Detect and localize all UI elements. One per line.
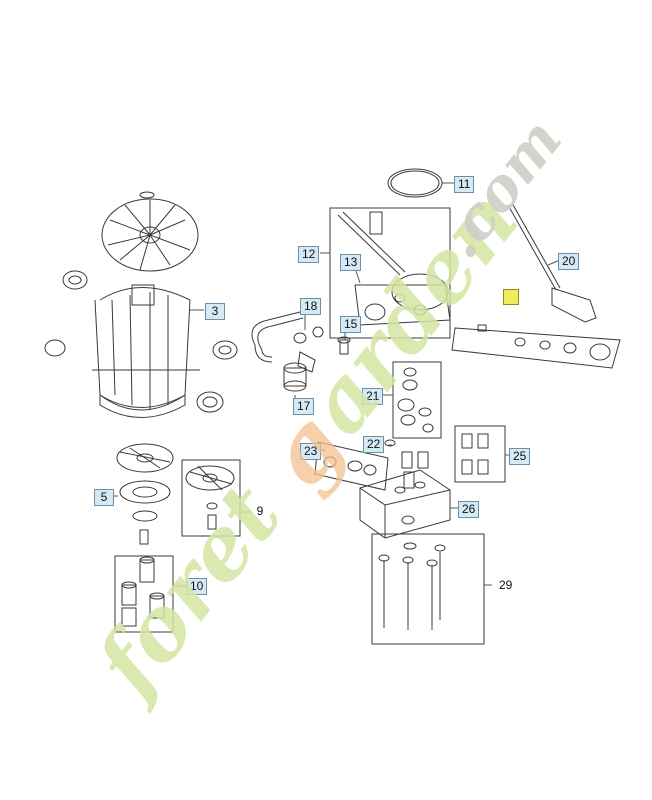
- callout-20: 20: [558, 253, 580, 270]
- callout-26: 26: [458, 501, 480, 518]
- callout-17: 17: [293, 398, 315, 415]
- part-10-box: [114, 555, 174, 633]
- part-18: [293, 326, 324, 344]
- o-ring-part: [387, 168, 443, 198]
- part-21-box: [392, 361, 442, 439]
- leader-lines: [112, 182, 561, 587]
- callout-18: 18: [300, 298, 322, 315]
- pipe-part: [251, 311, 304, 363]
- callout-15: 15: [340, 316, 362, 333]
- part-20-lance: [507, 202, 597, 323]
- callout-12: 12: [298, 246, 320, 263]
- brush-right: [196, 340, 238, 413]
- part-5-assembly: [116, 443, 174, 545]
- callout-23: 23: [300, 443, 322, 460]
- part-22-ring: [384, 439, 396, 447]
- callout-13: 13: [340, 254, 362, 271]
- part-25-box: [454, 425, 506, 483]
- part-29-box: [371, 533, 485, 645]
- valve-kit-strip: [451, 324, 621, 369]
- callout-21: 21: [362, 388, 384, 405]
- highlight-marker: [503, 289, 519, 305]
- fan-part: [101, 191, 199, 272]
- part-15-screw: [337, 336, 351, 355]
- part-17-inlet: [283, 351, 316, 392]
- callout-11: 11: [454, 176, 475, 193]
- part-9-box: [181, 459, 241, 537]
- callout-10: 10: [186, 578, 208, 595]
- brush-left: [44, 270, 88, 357]
- callout-22: 22: [363, 436, 385, 453]
- spring-set: [401, 451, 429, 489]
- callout-25: 25: [509, 448, 531, 465]
- callout-9: 9: [256, 504, 264, 518]
- motor-part: [92, 284, 200, 418]
- callout-5: 5: [94, 489, 114, 506]
- callout-29: 29: [499, 578, 513, 592]
- pump-head-box: [329, 207, 451, 339]
- part-26-manifold: [359, 469, 451, 539]
- callout-3: 3: [205, 303, 225, 320]
